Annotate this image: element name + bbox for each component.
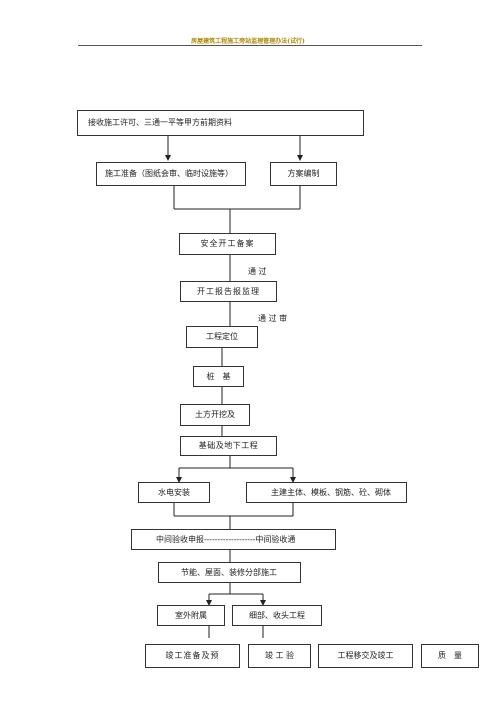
node-positioning: 工程定位 — [186, 326, 258, 348]
node-completion-acceptance: 竣 工 验 — [248, 644, 311, 668]
label-pass-review: 通 过 审 — [258, 314, 288, 323]
node-receive-permits: 接收施工许可、三通一平等甲方前期资料 — [77, 110, 364, 136]
node-energy-roofing-decoration: 节能、屋面、装修分部施工 — [158, 562, 301, 583]
node-detail-finishing: 细部、收头工程 — [232, 605, 322, 626]
node-completion-prep: 竣工准备及预 — [145, 644, 240, 668]
node-construction-prep: 施工准备（图纸会审、临时设施等） — [96, 162, 246, 186]
node-handover: 工程移交及竣工 — [318, 644, 413, 668]
header-rule — [78, 45, 422, 46]
node-quality: 质 量 — [421, 644, 479, 668]
node-foundation: 基础及地下工程 — [180, 436, 277, 456]
node-mep-installation: 水电安装 — [138, 482, 210, 503]
node-start-report: 开工报告报监理 — [180, 281, 277, 302]
node-excavation: 土方开挖及 — [180, 404, 250, 426]
node-safety-filing: 安全开工备案 — [179, 233, 276, 255]
node-interim-acceptance: 中间验收申报-------------------中间验收通 — [131, 529, 336, 550]
node-outdoor-ancillary: 室外附属 — [157, 605, 225, 626]
page-header: 房屋建筑工程施工旁站监理管理办法(试行) — [191, 38, 305, 45]
node-plan-compilation: 方案编制 — [270, 162, 337, 186]
node-main-structure: 主建主体、模板、钢筋、砼、砌体 — [246, 482, 407, 503]
node-piling: 桩 基 — [193, 366, 244, 387]
label-pass-1: 通 过 — [248, 267, 267, 276]
